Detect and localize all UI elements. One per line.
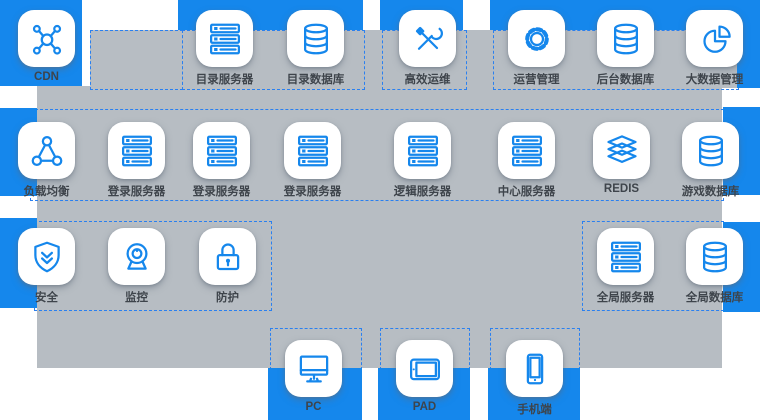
- node-label: PAD: [412, 401, 437, 413]
- server-icon: [509, 133, 545, 169]
- node-label: 运营管理: [513, 74, 560, 86]
- node-card: [508, 10, 565, 67]
- diagram-node: 运营管理: [508, 10, 565, 86]
- node-card: [18, 122, 75, 179]
- diagram-node: PC: [285, 340, 342, 413]
- node-label: 大数据管理: [685, 74, 744, 86]
- database-icon: [697, 239, 733, 275]
- diagram-node: PAD: [396, 340, 453, 413]
- gear-icon: [519, 21, 555, 57]
- phone-icon: [517, 351, 553, 387]
- node-label: 负载均衡: [23, 186, 70, 198]
- node-label: 逻辑服务器: [393, 186, 452, 198]
- node-card: [394, 122, 451, 179]
- diagram-node: 目录数据库: [287, 10, 344, 86]
- node-label: CDN: [34, 71, 59, 83]
- tools-icon: [410, 21, 446, 57]
- node-label: 手机端: [517, 404, 552, 416]
- server-icon: [608, 239, 644, 275]
- node-label: 登录服务器: [192, 186, 251, 198]
- diagram-node: 逻辑服务器: [394, 122, 451, 198]
- node-label: 防护: [216, 292, 239, 304]
- group-outline-directory: [182, 30, 365, 90]
- diagram-node: REDIS: [593, 122, 650, 195]
- group-outline-cdn: [90, 30, 183, 90]
- node-label: 全局数据库: [685, 292, 744, 304]
- diagram-node: 安全: [18, 228, 75, 304]
- server-icon: [119, 133, 155, 169]
- node-card: [597, 10, 654, 67]
- tablet-icon: [407, 351, 443, 387]
- diagram-node: 登录服务器: [193, 122, 250, 198]
- diagram-node: 游戏数据库: [682, 122, 739, 198]
- diagram-node: 全局服务器: [597, 228, 654, 304]
- hub-icon: [29, 21, 65, 57]
- node-card: [18, 228, 75, 285]
- node-label: 全局服务器: [596, 292, 655, 304]
- node-label: 安全: [35, 292, 58, 304]
- diagram-node: 高效运维: [399, 10, 456, 86]
- layers-icon: [604, 133, 640, 169]
- node-label: 登录服务器: [107, 186, 166, 198]
- diagram-node: 负载均衡: [18, 122, 75, 198]
- node-card: [682, 122, 739, 179]
- node-card: [108, 122, 165, 179]
- node-label: 后台数据库: [596, 74, 655, 86]
- shield-icon: [29, 239, 65, 275]
- server-icon: [207, 21, 243, 57]
- node-label: 目录数据库: [286, 74, 345, 86]
- desktop-icon: [296, 351, 332, 387]
- node-card: [193, 122, 250, 179]
- node-card: [686, 228, 743, 285]
- node-card: [399, 10, 456, 67]
- diagram-node: 监控: [108, 228, 165, 304]
- database-icon: [608, 21, 644, 57]
- node-card: [285, 340, 342, 397]
- node-label: 中心服务器: [497, 186, 556, 198]
- node-card: [506, 340, 563, 397]
- node-label: 登录服务器: [283, 186, 342, 198]
- node-card: [108, 228, 165, 285]
- white-gap-strip: [82, 30, 90, 86]
- diagram-node: 登录服务器: [108, 122, 165, 198]
- node-card: [18, 10, 75, 67]
- server-icon: [204, 133, 240, 169]
- server-icon: [295, 133, 331, 169]
- diagram-node: 目录服务器: [196, 10, 253, 86]
- camera-icon: [119, 239, 155, 275]
- lock-icon: [210, 239, 246, 275]
- database-icon: [298, 21, 334, 57]
- pie-chart-icon: [697, 21, 733, 57]
- node-card: [284, 122, 341, 179]
- diagram-node: 登录服务器: [284, 122, 341, 198]
- node-card: [597, 228, 654, 285]
- node-card: [498, 122, 555, 179]
- node-card: [196, 10, 253, 67]
- node-label: PC: [305, 401, 322, 413]
- diagram-node: 大数据管理: [686, 10, 743, 86]
- diagram-background-panel: [37, 30, 722, 368]
- diagram-node: 中心服务器: [498, 122, 555, 198]
- node-card: [199, 228, 256, 285]
- diagram-node: CDN: [18, 10, 75, 83]
- database-icon: [693, 133, 729, 169]
- blue-block-top-right: [737, 0, 760, 88]
- node-card: [287, 10, 344, 67]
- node-label: 游戏数据库: [681, 186, 740, 198]
- node-card: [686, 10, 743, 67]
- node-label: 目录服务器: [195, 74, 254, 86]
- node-label: 监控: [125, 292, 148, 304]
- node-label: 高效运维: [404, 74, 451, 86]
- diagram-node: 后台数据库: [597, 10, 654, 86]
- diagram-node: 全局数据库: [686, 228, 743, 304]
- diagram-node: 防护: [199, 228, 256, 304]
- node-card: [396, 340, 453, 397]
- load-balancer-icon: [29, 133, 65, 169]
- node-label: REDIS: [603, 183, 640, 195]
- diagram-node: 手机端: [506, 340, 563, 416]
- node-card: [593, 122, 650, 179]
- server-icon: [405, 133, 441, 169]
